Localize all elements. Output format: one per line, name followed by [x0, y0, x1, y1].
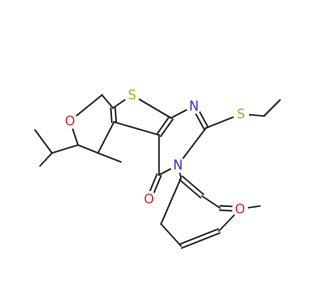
atom-O1-label: O	[65, 115, 75, 130]
atom-O1: O	[62, 113, 78, 130]
bond-c19-c20-b	[181, 232, 221, 249]
bond-c23-c25	[39, 152, 53, 167]
atom-O3: O	[232, 201, 248, 218]
molecule-diagram: S N S N O O O	[34, 87, 281, 249]
atom-O3-label: O	[235, 203, 245, 218]
bond-c10-c11-b	[156, 115, 171, 135]
atom-S1: S	[124, 87, 140, 104]
atom-label-layer: S N S N O O O	[62, 87, 249, 218]
atom-O2: O	[141, 191, 157, 208]
bond-c5-c8	[97, 152, 122, 163]
atom-S2-label: S	[237, 108, 245, 123]
bond-c4-c5	[77, 144, 99, 154]
bond-c5-c7	[97, 121, 115, 154]
atom-O2-label: O	[144, 193, 154, 208]
bond-c7-c1-a	[114, 107, 117, 123]
atom-N1-label: N	[189, 100, 199, 115]
bond-c23-c24	[34, 129, 53, 154]
atom-S2: S	[233, 106, 249, 123]
bond-c15-c16-a	[178, 178, 202, 199]
atom-N2: N	[170, 157, 186, 174]
bond-c7-c1-b	[110, 107, 113, 123]
bond-c21-c15	[160, 177, 182, 225]
bond-c13-c14	[263, 99, 281, 117]
bond-c19-c20-a	[179, 228, 219, 245]
bond-c10-c11-a	[159, 118, 174, 138]
bond-c16-c17	[201, 195, 221, 209]
bond-c15-c16-b	[181, 175, 205, 196]
bond-c20-c21	[160, 223, 182, 247]
atom-N1: N	[186, 98, 202, 115]
bond-c1-c2	[101, 94, 114, 109]
bond-c4-c23	[51, 144, 79, 154]
atom-N2-label: N	[173, 159, 183, 174]
bond-c7-c10	[113, 121, 160, 136]
atom-S1-label: S	[128, 89, 136, 104]
